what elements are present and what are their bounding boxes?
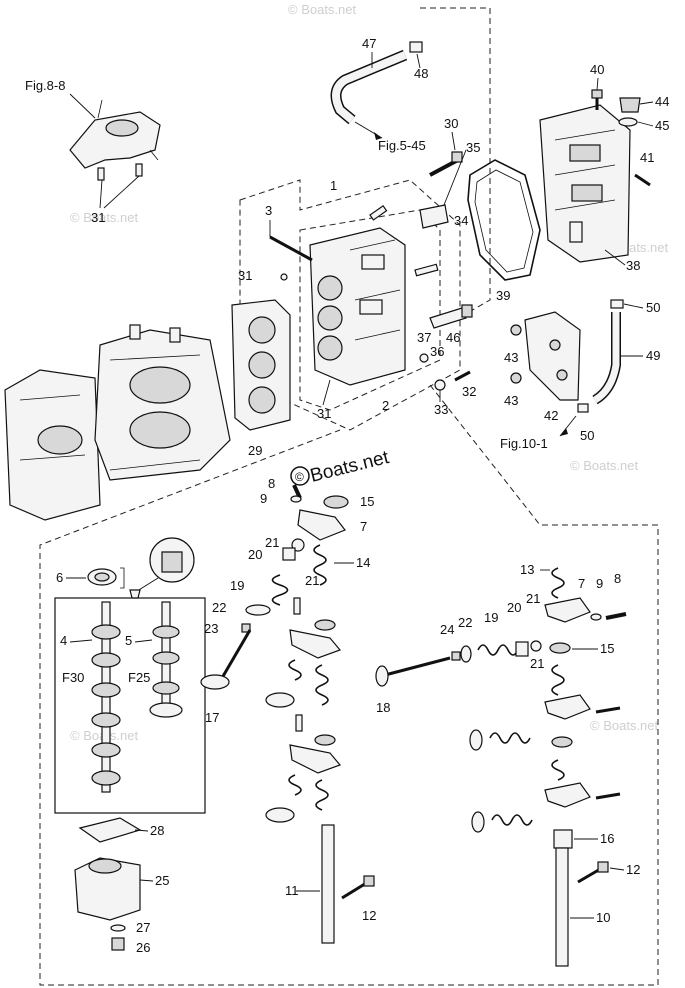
callout-5: 5 bbox=[125, 633, 132, 648]
water-hose-top: 47 48 Fig.5-45 bbox=[330, 36, 428, 153]
callout-45: 45 bbox=[655, 118, 669, 133]
callout-15-left: 15 bbox=[360, 494, 374, 509]
callout-43-lower: 43 bbox=[504, 393, 518, 408]
callout-43-upper: 43 bbox=[504, 350, 518, 365]
callout-20-left: 20 bbox=[248, 547, 262, 562]
callout-12-left: 12 bbox=[362, 908, 376, 923]
watermark-left: © Boats.net bbox=[70, 210, 139, 225]
callout-41: 41 bbox=[640, 150, 654, 165]
callout-32: 32 bbox=[462, 384, 476, 399]
callout-18: 18 bbox=[376, 700, 390, 715]
callout-30: 30 bbox=[444, 116, 458, 131]
callout-22-right: 22 bbox=[458, 615, 472, 630]
cover-fittings: 40 44 45 41 bbox=[590, 62, 669, 187]
exhaust-cover: 38 bbox=[539, 104, 640, 273]
callout-50-upper: 50 bbox=[646, 300, 660, 315]
svg-text:©: © bbox=[295, 470, 304, 484]
callout-47: 47 bbox=[362, 36, 376, 51]
callout-34: 34 bbox=[454, 213, 468, 228]
callout-19-left: 19 bbox=[230, 578, 244, 593]
fig-ref-5-45: Fig.5-45 bbox=[378, 138, 426, 153]
callout-22-left: 22 bbox=[212, 600, 226, 615]
callout-37: 37 bbox=[417, 330, 431, 345]
callout-11: 11 bbox=[285, 883, 299, 898]
callout-4: 4 bbox=[60, 633, 67, 648]
callout-8-left: 8 bbox=[268, 476, 275, 491]
label-f30: F30 bbox=[62, 670, 84, 685]
callout-7-right: 7 bbox=[578, 576, 585, 591]
callout-36: 36 bbox=[430, 344, 444, 359]
camshaft-box: 4 F30 5 F25 bbox=[54, 597, 206, 814]
callout-10: 10 bbox=[596, 910, 610, 925]
callout-17: 17 bbox=[205, 710, 219, 725]
callout-28: 28 bbox=[150, 823, 164, 838]
fig-ref-8-8: Fig.8-8 bbox=[25, 78, 65, 93]
callout-24: 24 bbox=[440, 622, 454, 637]
callout-33: 33 bbox=[434, 402, 448, 417]
callout-48: 48 bbox=[414, 66, 428, 81]
callout-23: 23 bbox=[204, 621, 218, 636]
callout-21-right-a: 21 bbox=[526, 591, 540, 606]
fig-ref-10-1: Fig.10-1 bbox=[500, 436, 548, 451]
callout-19-right: 19 bbox=[484, 610, 498, 625]
callout-42: 42 bbox=[544, 408, 558, 423]
label-f25: F25 bbox=[128, 670, 150, 685]
callout-46: 46 bbox=[446, 330, 460, 345]
cover-bolts: 30 35 34 bbox=[419, 116, 480, 229]
head-fasteners: 46 37 36 32 33 bbox=[417, 304, 476, 417]
crankcase-block bbox=[4, 324, 231, 521]
head-gasket: 29 bbox=[231, 299, 291, 458]
callout-7-left: 7 bbox=[360, 519, 367, 534]
callout-3: 3 bbox=[265, 203, 272, 218]
callout-35: 35 bbox=[466, 140, 480, 155]
callout-25: 25 bbox=[155, 873, 169, 888]
callout-38: 38 bbox=[626, 258, 640, 273]
callout-16: 16 bbox=[600, 831, 614, 846]
watermark-right-mid: © Boats.net bbox=[570, 458, 639, 473]
callout-9-right: 9 bbox=[596, 576, 603, 591]
camshaft-f25 bbox=[149, 601, 183, 718]
cover-gasket: 39 bbox=[467, 159, 541, 303]
oil-pump: 28 25 27 26 bbox=[74, 817, 169, 955]
callout-26: 26 bbox=[136, 940, 150, 955]
main-watermark: © Boats.net bbox=[290, 447, 392, 487]
callout-1: 1 bbox=[330, 178, 337, 193]
camshaft-f30 bbox=[91, 601, 121, 793]
valve-train-left: 8 9 15 7 21 20 19 22 23 17 21 14 bbox=[200, 476, 376, 944]
callout-44: 44 bbox=[655, 94, 669, 109]
callout-21-left-b: 21 bbox=[305, 573, 319, 588]
callout-13: 13 bbox=[520, 562, 534, 577]
callout-29: 29 bbox=[248, 443, 262, 458]
watermark-right-low: © Boats.net bbox=[590, 718, 659, 733]
callout-27: 27 bbox=[136, 920, 150, 935]
oil-seal: 6 bbox=[56, 537, 195, 599]
callout-31-top: 31 bbox=[91, 210, 105, 225]
valve-train-right: 13 7 9 8 21 20 19 22 24 21 18 15 bbox=[375, 562, 640, 967]
callout-31-mid: 31 bbox=[238, 268, 252, 283]
callout-20-right: 20 bbox=[507, 600, 521, 615]
callout-49: 49 bbox=[646, 348, 660, 363]
callout-14: 14 bbox=[356, 555, 370, 570]
callout-9-left: 9 bbox=[260, 491, 267, 506]
callout-39: 39 bbox=[496, 288, 510, 303]
callout-21-left-a: 21 bbox=[265, 535, 279, 550]
callout-31-low: 31 bbox=[317, 406, 331, 421]
cylinder-head: 3 1 2 31 31 bbox=[238, 178, 439, 421]
callout-8-right: 8 bbox=[614, 571, 621, 586]
bracket-fig-8-8: Fig.8-8 31 bbox=[25, 78, 161, 225]
callout-21-right-b: 21 bbox=[530, 656, 544, 671]
callout-12-right: 12 bbox=[626, 862, 640, 877]
callout-2: 2 bbox=[382, 398, 389, 413]
callout-6: 6 bbox=[56, 570, 63, 585]
boats-net-watermark: Boats.net bbox=[308, 447, 392, 487]
callout-50-lower: 50 bbox=[580, 428, 594, 443]
callout-40: 40 bbox=[590, 62, 604, 77]
side-bracket: 43 43 42 50 49 50 Fig.10-1 bbox=[500, 299, 660, 451]
callout-15-right: 15 bbox=[600, 641, 614, 656]
watermark-top: © Boats.net bbox=[288, 2, 357, 17]
